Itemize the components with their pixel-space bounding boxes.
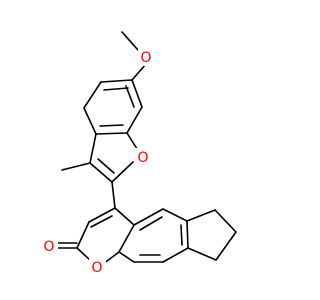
bond [131,79,143,108]
bond [76,247,91,261]
bond [103,87,129,91]
oxygen-atom-label: O [91,260,102,276]
bond [90,215,113,228]
bond [114,207,135,226]
bond [162,247,189,263]
bond [95,132,128,135]
bond [139,216,163,231]
chemical-structure: O O O O [41,31,237,276]
bond [88,207,116,223]
bonds [57,31,237,265]
bond [111,181,116,209]
atom-labels: O O O O [41,48,155,276]
bond [121,31,139,51]
bond [131,63,147,81]
bond [111,161,134,183]
bond [118,224,135,253]
bond [214,209,237,233]
bond [215,231,237,261]
bond [89,133,97,164]
oxygen-atom-label: O [140,50,151,66]
oxygen-atom-label: O [43,239,54,255]
bond [133,208,164,226]
bond [162,208,188,222]
bond [186,220,189,249]
bond [83,107,97,135]
bond [187,247,217,261]
bond [180,224,183,246]
oxygen-atom-label: O [137,150,148,166]
bond [61,162,91,171]
bond [126,106,143,134]
bond [186,209,216,222]
bond [83,81,102,109]
bond [125,85,135,108]
bond [118,251,135,263]
bond [99,124,124,127]
bond [100,79,133,83]
bond [89,162,113,183]
bond [76,221,90,249]
bond [97,158,115,174]
